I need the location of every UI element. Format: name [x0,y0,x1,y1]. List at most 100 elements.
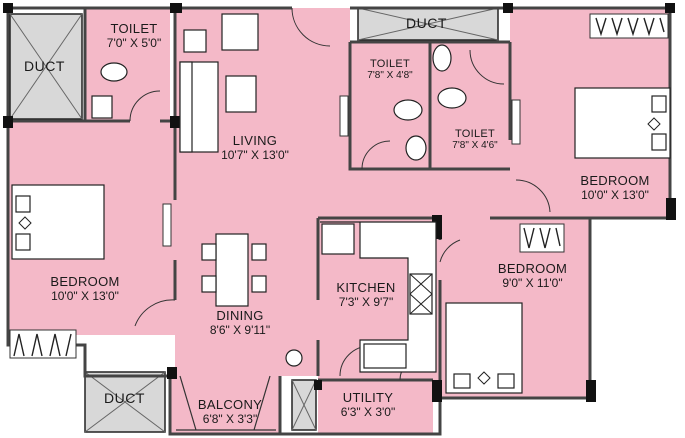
doors [129,7,551,381]
duct-label-bottom-left: DUCT [104,390,145,406]
dining-chair [201,275,217,293]
room-name: KITCHEN [336,280,396,295]
door-arc [361,140,391,170]
column [314,380,322,390]
room-name: TOILET [369,58,411,70]
passage-area [350,169,550,218]
sink [363,343,407,369]
toilet-fixtures [91,44,467,367]
bed-right-pillow [651,133,667,151]
columns [3,3,676,402]
door-arc [291,7,331,47]
wc [432,44,452,72]
wall-kitchen [316,216,442,398]
door-arc [129,90,161,122]
room-name: LIVING [232,133,278,148]
column [170,116,180,128]
room-label-kitchen: KITCHEN 7'3" X 9'7" [322,280,410,309]
column [3,116,13,128]
room-dimensions: 10'0" X 13'0" [581,187,649,202]
room-dimensions: 7'0" X 5'0" [106,35,162,50]
room-dimensions: 10'0" X 13'0" [51,288,119,303]
bed-left-pillow [15,233,31,251]
room-label-utility: UTILITY 6'3" X 3'0" [322,390,414,419]
dining-chair [201,243,217,261]
bed-diamonds [18,117,661,385]
bed-mid-pillow [497,373,515,389]
floor-drain [285,349,303,367]
room-name: BEDROOM [497,261,568,276]
column [3,3,13,13]
balcony-frame [176,375,276,431]
room-dimensions: 7'3" X 9'7" [338,294,394,309]
wc [393,99,423,121]
column [503,3,513,13]
living-furniture [179,13,259,153]
wall-utility [278,376,433,434]
room-dimensions: 7'8" X 4'8" [367,70,413,82]
room-label-balcony: BALCONY 6'8" X 3'3" [180,397,280,426]
column [432,215,442,239]
column [170,3,182,13]
room-name: BEDROOM [50,274,120,289]
dining-chair [251,243,267,261]
window [589,13,669,39]
room-label-living: LIVING 10'7" X 13'0" [205,133,305,162]
room-label-toilet-2: TOILET 7'8" X 4'8" [355,58,425,82]
duct-label-top-middle: DUCT [406,15,447,31]
room-label-toilet-3: TOILET 7'8" X 4'6" [440,128,510,152]
bed-left-pillow [15,195,31,213]
passage-top-area [292,8,350,42]
duct-label-top-left: DUCT [24,58,65,74]
window [339,95,349,137]
dining-table-group [201,233,267,307]
room-name: DINING [216,308,264,323]
sofa-back [179,61,193,153]
wc [437,87,467,109]
room-label-bedroom-left: BEDROOM 10'0" X 13'0" [30,274,140,303]
room-name: TOILET [454,128,496,140]
bed-mid-pillow [453,373,471,389]
wall-toilets-mid [348,40,512,171]
side-table [183,29,207,53]
column [666,198,676,220]
door-arc [439,239,461,263]
fridge [321,223,355,255]
beds [11,87,671,394]
room-dimensions: 10'7" X 13'0" [221,147,289,162]
armchair [221,13,259,51]
room-dimensions: 8'6" X 9'11" [209,322,271,337]
armchair [225,75,257,113]
door-arc [469,49,505,85]
duct-crosses [9,7,499,433]
wc [100,62,128,82]
basin [91,95,113,119]
column [665,3,675,13]
dining-chair [251,275,267,293]
room-name: UTILITY [342,390,394,405]
utility-area [318,380,433,434]
column [432,380,442,402]
window [162,203,172,247]
room-label-dining: DINING 8'6" X 9'11" [190,308,290,337]
bed-right-pillow [651,95,667,113]
window-louvers [13,17,665,357]
door-arc [134,299,176,327]
dining-table [215,233,249,307]
room-name: BALCONY [197,397,263,412]
hob [409,273,433,315]
room-label-toilet-1: TOILET 7'0" X 5'0" [88,21,180,50]
room-dimensions: 6'8" X 3'3" [202,411,258,426]
column [586,380,596,402]
room-name: BEDROOM [580,173,650,188]
column [167,367,177,379]
room-dimensions: 6'3" X 3'0" [340,404,396,419]
room-dimensions: 9'0" X 11'0" [502,275,563,290]
room-dimensions: 7'8" X 4'6" [452,140,498,152]
basin [405,135,427,161]
window [511,99,521,145]
room-label-bedroom-mid: BEDROOM 9'0" X 11'0" [480,261,585,290]
room-name: TOILET [110,21,158,36]
door-arc [515,179,551,213]
